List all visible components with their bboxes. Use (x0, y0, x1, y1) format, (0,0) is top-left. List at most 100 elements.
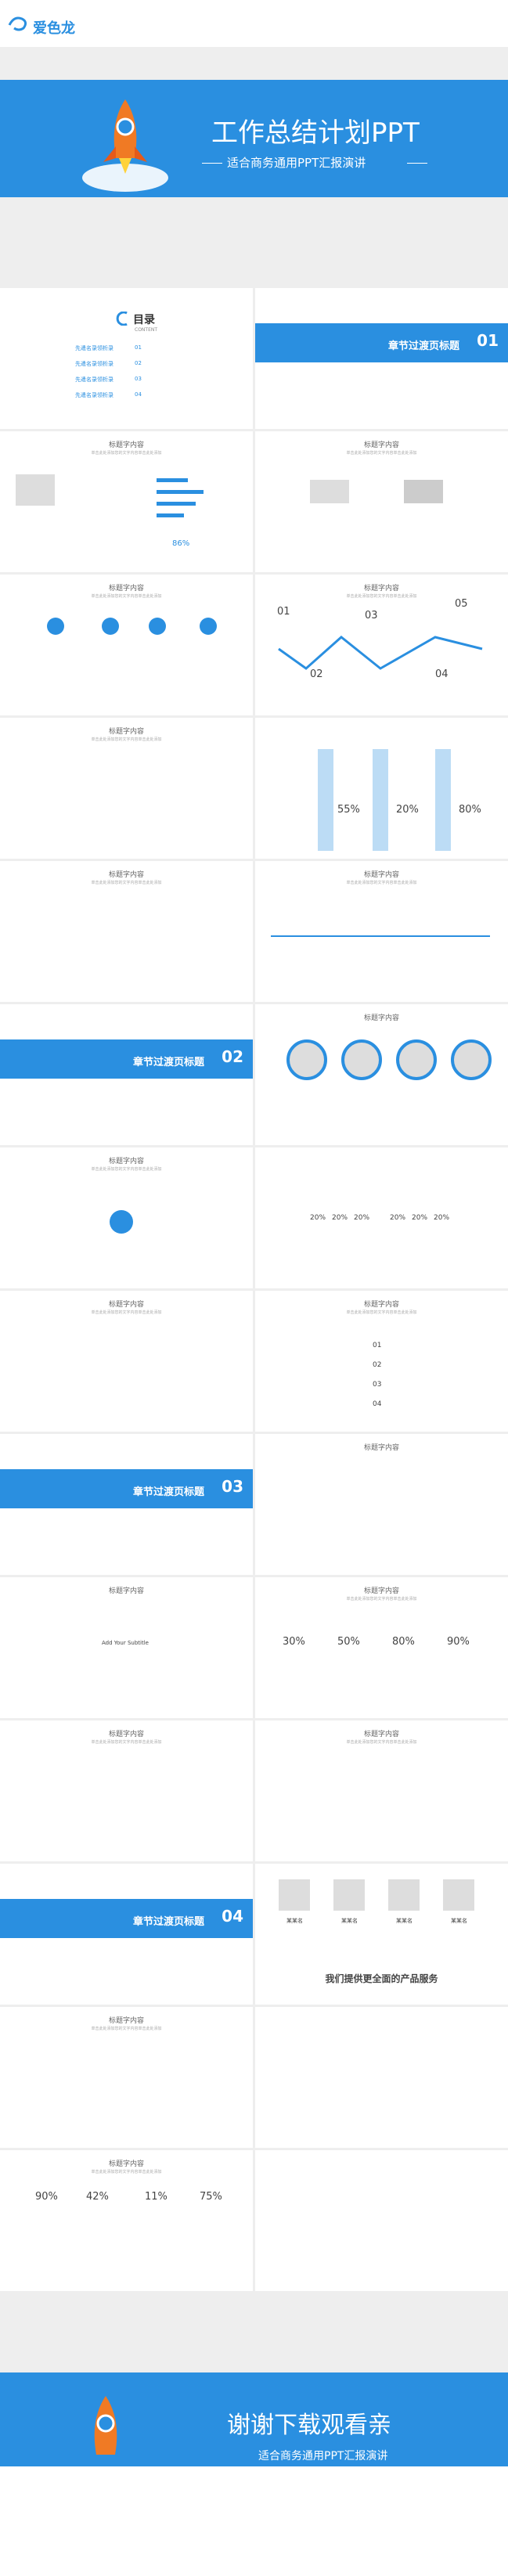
photo-placeholder (404, 480, 443, 503)
slide-title: 标题字内容 (363, 871, 399, 879)
slide-subtitle: 单击此处添加您的文字内容单击此处添加 (91, 594, 162, 599)
slide-title: 标题字内容 (108, 2017, 144, 2025)
umbrella-value: 20% (354, 1214, 370, 1222)
process-slide: 标题字内容 单击此处添加您的文字内容单击此处添加 (0, 1720, 253, 1861)
bar-track (318, 749, 333, 851)
slide-subtitle: 单击此处添加您的文字内容单击此处添加 (91, 737, 162, 742)
divider (202, 163, 222, 164)
content-slide: 标题字内容 单击此处添加您的文字内容单击此处添加 (255, 431, 508, 572)
team-caption: 我们提供更全面的产品服务 (325, 1973, 438, 1984)
slide-title: 标题字内容 (363, 1014, 399, 1022)
network-slide: 标题字内容 单击此处添加您的文字内容单击此处添加 (0, 1147, 253, 1288)
section-number: 03 (222, 1477, 243, 1496)
rings-slide: 标题字内容 单击此处添加您的文字内容单击此处添加 30% 50% 80% 90% (255, 1577, 508, 1718)
section-band: 章节过渡页标题 01 (255, 323, 508, 362)
ring-value: 80% (392, 1636, 415, 1648)
pie-value: 86% (172, 539, 190, 548)
cover-title: 工作总结计划PPT (211, 117, 420, 149)
slide-title: 标题字内容 (363, 1301, 399, 1309)
avatar (451, 1039, 492, 1080)
section-number: 01 (477, 331, 499, 350)
umbrella-value: 20% (412, 1214, 428, 1222)
photos-slide: 标题字内容 (255, 1434, 508, 1575)
slide-subtitle: 单击此处添加您的文字内容单击此处添加 (346, 451, 417, 456)
section-slide-01: 章节过渡页标题 01 (255, 288, 508, 429)
progress-bar (157, 478, 188, 482)
timeline-number: 02 (310, 668, 323, 680)
slide-subtitle: 单击此处添加您的文字内容单击此处添加 (91, 1167, 162, 1172)
toc-subtitle: CONTENT (135, 327, 158, 333)
ring-value: 90% (447, 1636, 470, 1648)
list-slide (255, 2150, 508, 2291)
slide-title: 标题字内容 (108, 585, 144, 593)
timeline-axis (271, 935, 490, 937)
section-label: 章节过渡页标题 (133, 1916, 205, 1928)
toc-item[interactable]: 先遣名录领析录 (75, 376, 113, 383)
toc-number: 03 (135, 376, 142, 382)
umbrella-value: 20% (434, 1214, 450, 1222)
section-band: 章节过渡页标题 03 (0, 1469, 253, 1508)
hexagon-text: Add Your Subtitle (102, 1640, 149, 1646)
progress-bar (157, 502, 196, 506)
photo-placeholder (16, 474, 55, 506)
rocket-illustration (94, 2396, 117, 2455)
section-slide-03: 章节过渡页标题 03 (0, 1434, 253, 1575)
bar-value: 55% (337, 804, 360, 816)
avatar (396, 1039, 437, 1080)
icons-row-slide: 标题字内容 单击此处添加您的文字内容单击此处添加 (0, 2007, 253, 2148)
stat-value: 11% (145, 2191, 168, 2203)
slide-title: 标题字内容 (108, 1731, 144, 1738)
photo-placeholder (310, 480, 349, 503)
slide-title: 标题字内容 (108, 728, 144, 736)
content-slide: 标题字内容 单击此处添加您的文字内容单击此处添加 (255, 861, 508, 1002)
stairs-slide (255, 2007, 508, 2148)
stat-value: 75% (200, 2191, 222, 2203)
umbrella-value: 20% (390, 1214, 406, 1222)
slide-title: 标题字内容 (363, 1731, 399, 1738)
section-slide-02: 章节过渡页标题 02 (0, 1004, 253, 1145)
stat-value: 90% (35, 2191, 58, 2203)
slide-subtitle: 单击此处添加您的文字内容单击此处添加 (91, 2027, 162, 2031)
step-number: 04 (373, 1400, 382, 1408)
icons-slide: 标题字内容 单击此处添加您的文字内容单击此处添加 (0, 575, 253, 715)
team-name: 某某名 (341, 1918, 358, 1924)
section-band: 章节过渡页标题 04 (0, 1899, 253, 1938)
bar-track (373, 749, 388, 851)
slide-subtitle: 单击此处添加您的文字内容单击此处添加 (91, 451, 162, 456)
team-photo (279, 1879, 310, 1911)
end-subtitle: 适合商务通用PPT汇报演讲 (258, 2450, 388, 2463)
toc-item[interactable]: 先遣名录领析录 (75, 345, 113, 351)
toc-number: 02 (135, 360, 142, 366)
bar-track (435, 749, 451, 851)
slide-title: 标题字内容 (363, 585, 399, 593)
bar-value: 80% (459, 804, 481, 816)
timeline-line (278, 636, 483, 670)
team-photo (443, 1879, 474, 1911)
ring-value: 30% (283, 1636, 305, 1648)
toc-item[interactable]: 先遣名录领析录 (75, 361, 113, 367)
team-name: 某某名 (286, 1918, 303, 1924)
end-band (0, 2466, 508, 2576)
end-slide: 谢谢下载观看亲 适合商务通用PPT汇报演讲 (0, 2372, 508, 2576)
timeline-number: 05 (455, 598, 468, 610)
section-label: 章节过渡页标题 (133, 1486, 205, 1498)
umbrella-value: 20% (332, 1214, 348, 1222)
end-title: 谢谢下载观看亲 (227, 2412, 391, 2439)
slide-subtitle: 单击此处添加您的文字内容单击此处添加 (346, 1740, 417, 1745)
slide-title: 标题字内容 (363, 1444, 399, 1452)
hexagon-slide: 标题字内容 Add Your Subtitle (0, 1577, 253, 1718)
trophy-icon (149, 618, 166, 635)
steps-slide: 标题字内容 单击此处添加您的文字内容单击此处添加 01 02 03 04 (255, 1291, 508, 1432)
toc-item[interactable]: 先遣名录领析录 (75, 392, 113, 398)
team-photo (388, 1879, 420, 1911)
slide-subtitle: 单击此处添加您的文字内容单击此处添加 (91, 2170, 162, 2174)
content-slide: 标题字内容 单击此处添加您的文字内容单击此处添加 (0, 861, 253, 1002)
section-number: 02 (222, 1047, 243, 1066)
battery-icon (102, 618, 119, 635)
logo-bar: 爱色龙 (0, 0, 508, 47)
team-circles-slide: 标题字内容 (255, 1004, 508, 1145)
ring-value: 50% (337, 1636, 360, 1648)
slide-subtitle: 单击此处添加您的文字内容单击此处添加 (346, 594, 417, 599)
team-name: 某某名 (451, 1918, 467, 1924)
slide-title: 标题字内容 (108, 2160, 144, 2168)
